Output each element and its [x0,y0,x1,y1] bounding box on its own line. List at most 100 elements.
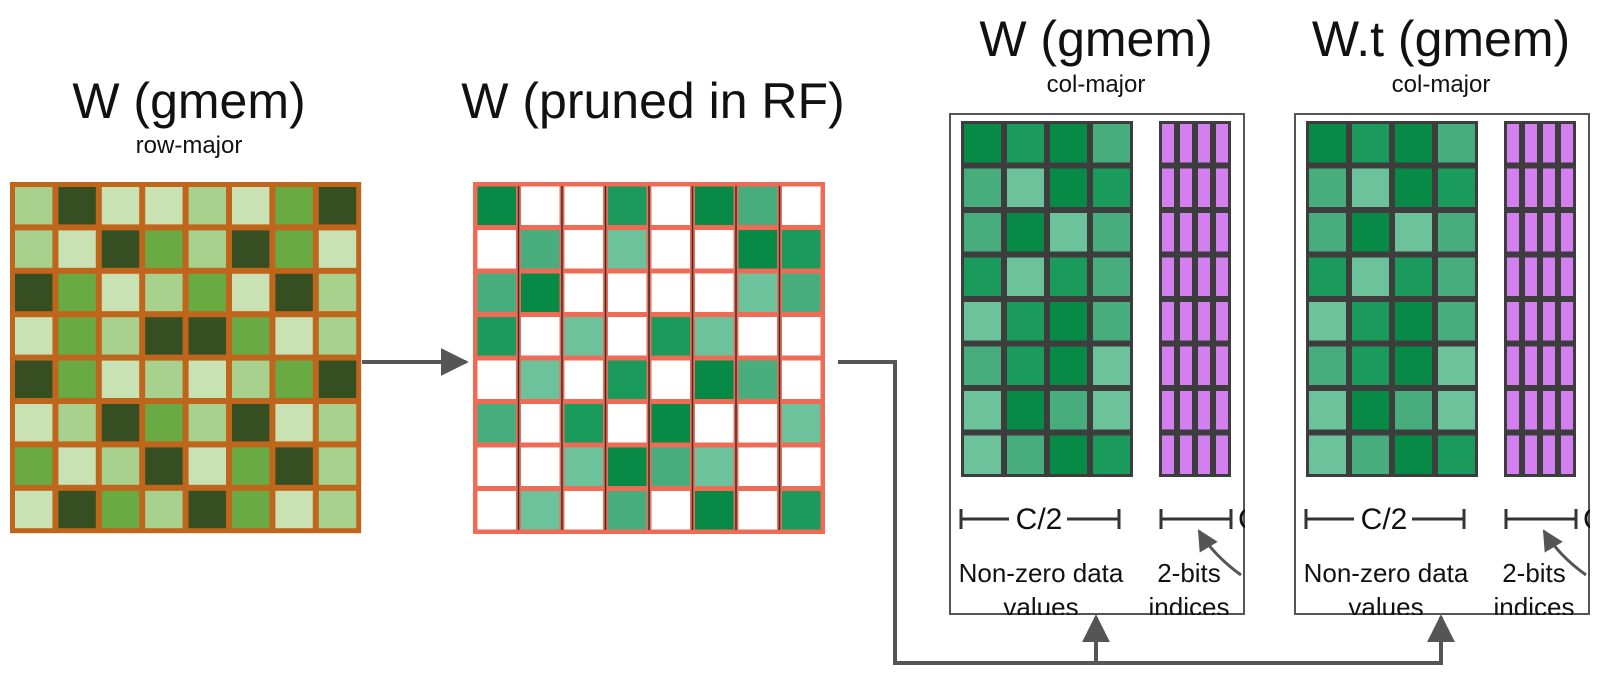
index-cell [1543,168,1555,207]
panel-title: W.t (gmem) [1312,11,1570,67]
value-cell [1093,168,1130,207]
matrix-cell [695,230,734,269]
index-cell [1507,391,1519,430]
row-major-matrix [10,182,362,534]
matrix-cell [564,404,603,443]
matrix-cell [477,230,516,269]
matrix-cell [477,491,516,530]
matrix-cell [318,273,357,312]
matrix-cell [232,447,270,485]
span-label: C/2 [1361,503,1408,536]
matrix-cell [101,404,140,442]
matrix-cell [782,186,821,225]
matrix-cell [275,360,313,398]
matrix-cell [58,404,96,442]
value-cell [1395,124,1432,163]
index-cell [1162,124,1174,163]
matrix-cell [275,187,313,225]
index-cell [1180,213,1192,252]
cut-off-label: C [1583,503,1600,536]
value-cell [1093,302,1130,341]
matrix-cell [318,360,357,398]
matrix-cell [15,447,53,485]
matrix-cell [651,273,690,312]
value-cell [1395,391,1432,430]
matrix-cell [651,404,690,443]
span-bracket-indices [1504,509,1578,529]
matrix-cell [608,447,647,486]
index-cell [1198,302,1210,341]
matrix-cell [477,447,516,486]
value-cell [1050,257,1087,296]
index-cell [1198,124,1210,163]
index-cell [1162,346,1174,385]
non-zero-values-matrix [961,121,1133,477]
value-cell [1309,435,1346,474]
value-cell [1093,346,1130,385]
matrix-cell [651,230,690,269]
index-cell [1180,168,1192,207]
value-cell [1050,213,1087,252]
value-cell [1395,435,1432,474]
value-cell [1050,391,1087,430]
value-cell [1309,302,1346,341]
panel-w-col-major: W (gmem) col-major C/2 C Non-zero data v… [949,11,1245,622]
matrix-cell [101,447,140,485]
index-cell [1543,435,1555,474]
index-cell [1561,213,1573,252]
panel-subtitle: col-major [1392,71,1491,98]
panel-wt-col-major: W.t (gmem) col-major C/2 C Non-zero data… [1294,11,1600,622]
indices-label-line2: indices [1149,592,1230,622]
index-cell [1216,257,1228,296]
matrix-cell [275,317,313,355]
connector-arrows [838,360,1455,665]
matrix-cell [232,404,270,442]
matrix-cell [101,360,140,398]
matrix-cell [145,273,183,312]
matrix-cell [651,186,690,225]
value-cell [964,435,1001,474]
matrix-cell [738,186,777,225]
index-cell [1162,168,1174,207]
index-cell [1561,391,1573,430]
index-cell [1198,168,1210,207]
value-cell [1050,302,1087,341]
matrix-cell [738,317,777,356]
matrix-cell [521,447,560,486]
value-cell [1007,302,1044,341]
span-label: C/2 [1016,503,1063,536]
values-label-line2: values [1348,592,1423,622]
index-cell [1561,346,1573,385]
non-zero-values-matrix [1306,121,1478,477]
index-cell [1525,346,1537,385]
matrix-cell [58,273,96,312]
index-cell [1543,391,1555,430]
index-cell [1216,391,1228,430]
matrix-cell [188,187,226,225]
value-cell [1050,168,1087,207]
matrix-cell [232,490,270,529]
matrix-cell [477,360,516,399]
value-cell [1352,435,1389,474]
matrix-cell [101,187,140,225]
matrix-cell [275,273,313,312]
matrix-cell [695,186,734,225]
index-cell [1180,435,1192,474]
index-cell [1525,168,1537,207]
index-cell [1162,435,1174,474]
value-cell [1309,391,1346,430]
packed-panel: C/2 C Non-zero data values 2-bits indice… [949,113,1245,622]
matrix-cell [15,317,53,355]
panel-subtitle: row-major [136,132,243,159]
matrix-cell [564,360,603,399]
value-cell [1352,257,1389,296]
value-cell [1352,213,1389,252]
matrix-cell [101,230,140,268]
packed-panel: C/2 C Non-zero data values 2-bits indice… [1294,113,1600,622]
panel-w-row-major: W (gmem) row-major [10,73,362,534]
matrix-cell [521,230,560,269]
matrix-cell [318,187,357,225]
matrix-cell [188,490,226,529]
matrix-cell [58,230,96,268]
indices-label-line1: 2-bits [1502,558,1566,588]
